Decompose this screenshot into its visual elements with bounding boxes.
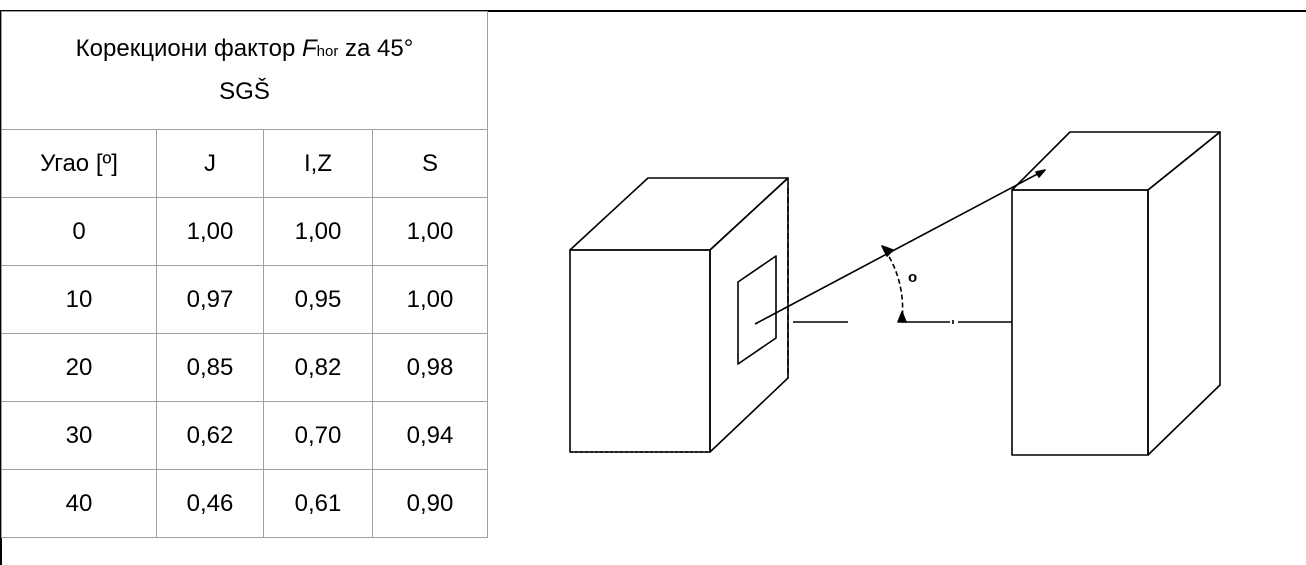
left-box [569, 177, 789, 453]
table-row: 0 1,00 1,00 1,00 [1, 197, 488, 266]
table-header-row: Угао [º] J I,Z S [1, 129, 488, 198]
angle-arc [881, 245, 907, 323]
table-cell: 0,97 [156, 265, 264, 334]
table-cell: 0 [1, 197, 157, 266]
header-j: J [156, 129, 264, 198]
angle-label: o [908, 269, 917, 286]
title-line2: SGŠ [219, 78, 270, 105]
table-cell: 1,00 [263, 197, 373, 266]
table-cell: 40 [1, 469, 157, 538]
table-row: 10 0,97 0,95 1,00 [1, 265, 488, 334]
table-cell: 1,00 [372, 197, 488, 266]
sight-line [754, 169, 1046, 325]
header-iz: I,Z [263, 129, 373, 198]
title-symbol-f: F [301, 35, 317, 62]
table-cell: 1,00 [372, 265, 488, 334]
header-s: S [372, 129, 488, 198]
table-cell: 0,61 [263, 469, 373, 538]
top-border-line [0, 10, 1306, 12]
table-cell: 0,62 [156, 401, 264, 470]
table-cell: 0,94 [372, 401, 488, 470]
table-cell: 0,90 [372, 469, 488, 538]
table-row: 40 0,46 0,61 0,90 [1, 469, 488, 538]
table-cell: 1,00 [156, 197, 264, 266]
table-cell: 30 [1, 401, 157, 470]
table-cell: 20 [1, 333, 157, 402]
correction-factor-table: Корекциони фактор Fhor za 45° SGŠ Угао [… [1, 11, 488, 538]
header-angle: Угао [º] [1, 129, 157, 198]
table-cell: 0,95 [263, 265, 373, 334]
table-cell: 0,85 [156, 333, 264, 402]
title-subscript-hor: hor [316, 43, 339, 60]
table-cell: 0,70 [263, 401, 373, 470]
title-text: Корекциони фактор [75, 35, 302, 62]
table-cell: 0,46 [156, 469, 264, 538]
box-window [737, 255, 777, 365]
table-cell: 10 [1, 265, 157, 334]
table-row: 30 0,62 0,70 0,94 [1, 401, 488, 470]
title-suffix: za 45° [338, 35, 414, 62]
horizontal-reference [793, 320, 1012, 324]
angle-diagram: o [569, 131, 1221, 456]
table-cell: 0,98 [372, 333, 488, 402]
right-panel [1011, 131, 1221, 456]
table-title: Корекциони фактор Fhor za 45° SGŠ [1, 11, 488, 130]
table-cell: 0,82 [263, 333, 373, 402]
table-row: 20 0,85 0,82 0,98 [1, 333, 488, 402]
table-title-row: Корекциони фактор Fhor za 45° SGŠ [1, 11, 488, 130]
